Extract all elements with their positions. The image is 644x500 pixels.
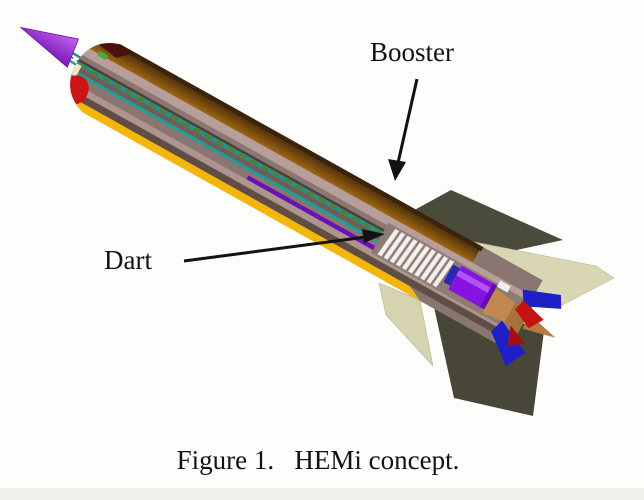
booster-case-brown bbox=[85, 34, 480, 263]
fin-left-khaki bbox=[378, 282, 434, 367]
dart-tube-lower-teal bbox=[71, 69, 383, 245]
front-pale-fitting bbox=[70, 63, 82, 77]
dart-arrow bbox=[183, 235, 367, 263]
tail-red-lower bbox=[507, 325, 526, 346]
layer-pale-mauve-upper bbox=[81, 46, 531, 304]
dart-green-dashes bbox=[79, 63, 381, 234]
dart-fin-blue-upper bbox=[522, 289, 562, 309]
booster-case-yellow bbox=[56, 91, 421, 302]
body-cutaway-layers bbox=[56, 30, 543, 349]
layer-pale-mauve-lower bbox=[64, 79, 516, 336]
scan-artifact-band bbox=[0, 488, 644, 500]
nose-cone bbox=[19, 26, 80, 68]
booster-arrowhead bbox=[388, 159, 406, 181]
tail-red-upper bbox=[515, 300, 544, 329]
annotation-arrows bbox=[183, 78, 419, 263]
rocket-body bbox=[19, 26, 562, 367]
dart-arrowhead bbox=[362, 229, 385, 243]
dart-label: Dart bbox=[104, 245, 152, 275]
booster-arrow bbox=[396, 78, 419, 164]
white-segment-stack bbox=[377, 228, 455, 288]
nozzle-tan bbox=[482, 288, 516, 322]
front-green-fitting bbox=[96, 50, 109, 61]
tail-assembly bbox=[491, 289, 562, 367]
booster-case-top-edge bbox=[92, 30, 484, 252]
booster-label: Booster bbox=[370, 37, 454, 67]
figure-caption: Figure 1. HEMi concept. bbox=[176, 445, 460, 475]
